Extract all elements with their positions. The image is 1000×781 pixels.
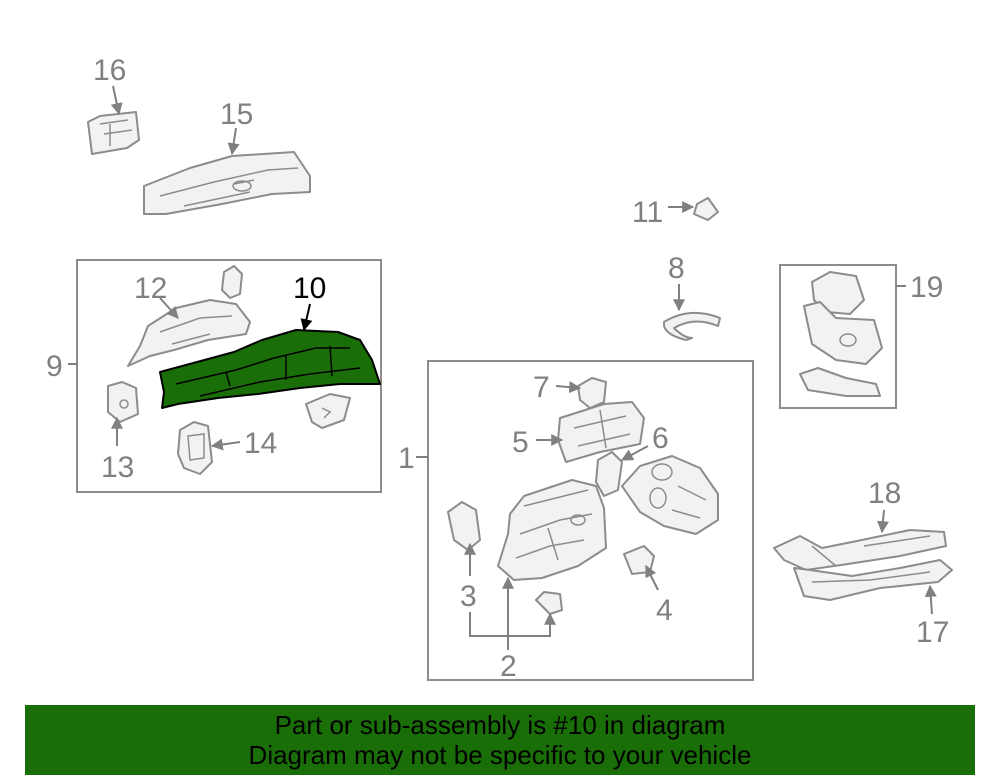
part-7[interactable] <box>577 377 607 409</box>
part-19-middle[interactable] <box>803 301 883 365</box>
part-15[interactable] <box>143 151 311 215</box>
part-assembly-right[interactable] <box>621 455 719 535</box>
group-box-1 <box>427 360 754 681</box>
callout-6: 6 <box>652 422 669 455</box>
callout-8: 8 <box>668 252 685 285</box>
callout-10: 10 <box>293 272 326 305</box>
part-5[interactable] <box>557 401 645 463</box>
part-16[interactable] <box>87 111 140 155</box>
part-6[interactable] <box>595 451 623 497</box>
callout-4: 4 <box>656 594 673 627</box>
part-19-lower[interactable] <box>799 367 881 397</box>
callout-9: 9 <box>46 350 63 383</box>
callout-14: 14 <box>244 427 277 460</box>
callout-12: 12 <box>134 272 167 305</box>
part-12[interactable] <box>127 299 251 367</box>
callout-17: 17 <box>916 616 949 649</box>
part-17[interactable] <box>793 559 953 601</box>
callout-19: 19 <box>910 271 943 304</box>
info-banner: Part or sub-assembly is #10 in diagram D… <box>25 705 975 775</box>
banner-line-2: Diagram may not be specific to your vehi… <box>248 740 752 770</box>
group-box-9 <box>76 259 382 493</box>
part-3-clip[interactable] <box>535 591 563 615</box>
leader-lines <box>68 85 937 650</box>
part-8[interactable] <box>662 311 721 341</box>
callout-15: 15 <box>220 98 253 131</box>
group-box-19 <box>779 264 897 409</box>
part-11[interactable] <box>693 197 719 221</box>
part-14[interactable] <box>177 421 213 475</box>
callout-16: 16 <box>93 54 126 87</box>
banner-line-1: Part or sub-assembly is #10 in diagram <box>274 710 726 740</box>
callout-3: 3 <box>460 580 477 613</box>
callout-18: 18 <box>868 477 901 510</box>
callout-1: 1 <box>398 442 415 475</box>
callout-7: 7 <box>533 371 550 404</box>
part-10[interactable] <box>159 329 381 409</box>
part-4[interactable] <box>623 545 655 575</box>
part-12-bracket[interactable] <box>221 265 243 299</box>
callout-2: 2 <box>500 650 517 683</box>
part-2[interactable] <box>497 479 607 581</box>
part-13[interactable] <box>107 381 139 423</box>
callout-11: 11 <box>632 196 663 229</box>
part-3[interactable] <box>447 501 481 551</box>
callout-5: 5 <box>512 426 529 459</box>
callout-13: 13 <box>101 451 134 484</box>
part-10-bracket[interactable] <box>305 393 351 429</box>
